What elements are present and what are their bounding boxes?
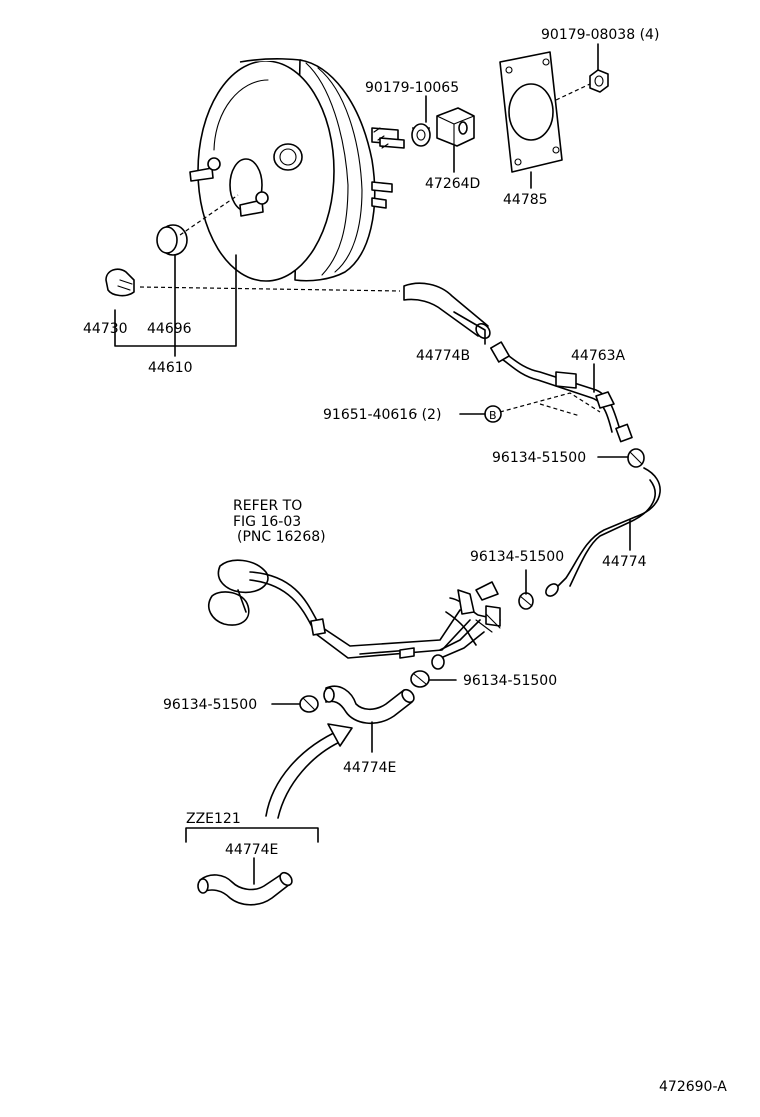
label-91651-40616: 91651-40616 (2) (323, 407, 441, 423)
label-96134-51500-mid: 96134-51500 (470, 549, 564, 565)
label-44696: 44696 (147, 321, 192, 337)
label-44774E: 44774E (343, 760, 396, 776)
check-valve-44730-drawing (105, 268, 135, 297)
label-44774: 44774 (602, 554, 647, 570)
label-44774E-inset: 44774E (225, 842, 278, 858)
clamp-lower-right-drawing (410, 670, 430, 688)
inset-hose-44774E-drawing (197, 871, 293, 906)
clamp-upper-drawing (627, 448, 645, 468)
label-refer-line1: REFER TO (233, 498, 302, 514)
label-96134-51500-upper: 96134-51500 (492, 450, 586, 466)
brake-booster-drawing (189, 58, 405, 282)
label-96134-51500-right: 96134-51500 (463, 673, 557, 689)
hose-44774-drawing (545, 467, 661, 597)
clamp-mid-right-drawing (518, 592, 534, 610)
nut-90179-10065-drawing (411, 123, 431, 147)
pipe-44763A-drawing (490, 341, 633, 443)
figure-code: 472690-A (659, 1079, 727, 1095)
bolt-marker-letter: B (489, 409, 497, 422)
label-refer-line2: FIG 16-03 (233, 514, 301, 530)
label-96134-51500-left: 96134-51500 (163, 697, 257, 713)
label-44730: 44730 (83, 321, 128, 337)
label-44763A: 44763A (571, 348, 626, 364)
label-zze121: ZZE121 (186, 811, 241, 827)
clevis-47264D-drawing (436, 107, 475, 147)
nut-90179-08038-drawing (589, 69, 609, 93)
label-90179-10065: 90179-10065 (365, 80, 459, 96)
hose-44774E-drawing (323, 685, 415, 724)
vacuum-pipe-assembly-drawing (208, 559, 501, 670)
inset-arrow (265, 723, 353, 819)
label-44774B: 44774B (416, 348, 470, 364)
label-44785: 44785 (503, 192, 548, 208)
label-refer-line3: (PNC 16268) (237, 529, 326, 545)
label-90179-08038: 90179-08038 (4) (541, 27, 659, 43)
hose-44774B-drawing (403, 282, 491, 340)
bolt-marker: B (484, 405, 502, 423)
label-44610: 44610 (148, 360, 193, 376)
gasket-44785-drawing (499, 51, 563, 173)
clamp-left-drawing (299, 695, 319, 713)
label-47264D: 47264D (425, 176, 480, 192)
grommet-44696-drawing (156, 224, 188, 256)
